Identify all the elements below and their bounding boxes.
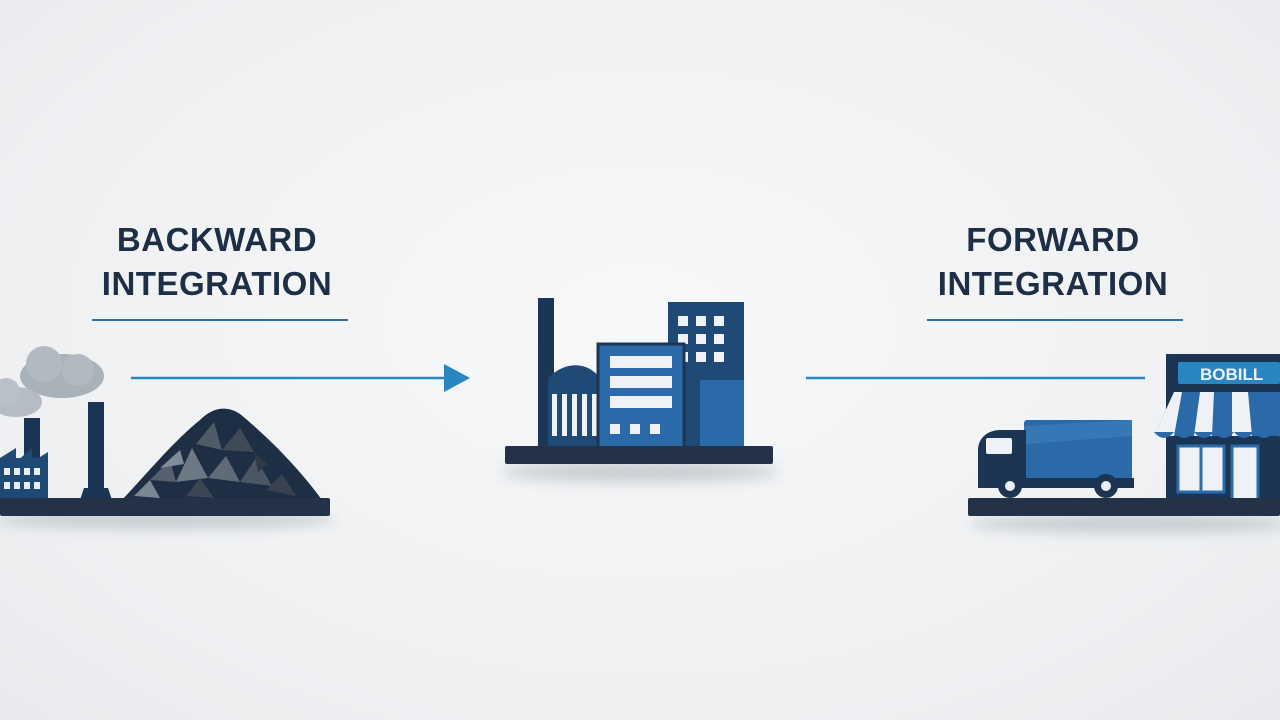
forward-integration-heading: FORWARD INTEGRATION [908,218,1198,306]
backward-heading-line-1: BACKWARD [116,221,318,258]
raw-materials-shelf [0,498,330,516]
store-sign-text: BOBILL [1200,365,1263,384]
backward-heading-line-2: INTEGRATION [101,265,333,302]
distribution-shelf [968,498,1280,516]
forward-underline [927,319,1183,321]
forward-heading-line-2: INTEGRATION [937,265,1169,302]
retail-store-icon: BOBILL [1154,354,1280,502]
coal-pile-icon [122,408,322,500]
arrow-right-icon [131,364,470,392]
backward-integration-heading: BACKWARD INTEGRATION [72,218,362,306]
manufacturing-shelf [505,446,773,464]
factory-icon [0,402,112,500]
smoke-icon [0,346,104,417]
distribution-scene: BOBILL [968,354,1280,533]
delivery-truck-icon [978,420,1134,498]
manufacturing-plant-icon [538,298,744,450]
forward-heading-line-1: FORWARD [966,221,1140,258]
raw-materials-scene [0,346,335,529]
backward-underline [92,319,348,321]
manufacturing-scene [500,298,780,482]
